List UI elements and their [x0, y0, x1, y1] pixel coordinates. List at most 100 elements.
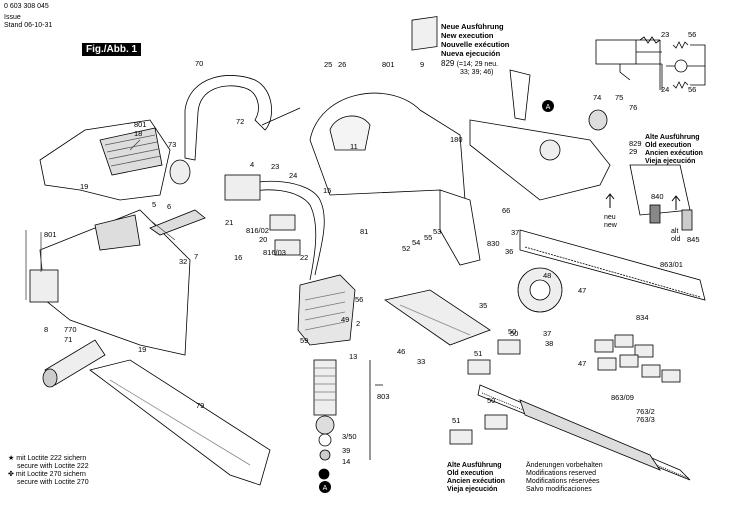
part-label: 19: [138, 345, 147, 354]
svg-text:A: A: [546, 104, 551, 111]
part-label: 55: [424, 233, 433, 242]
new-exec-de: Neue Ausführung: [441, 22, 504, 31]
neu-label: neu: [604, 214, 616, 221]
part-label: 33: [417, 357, 426, 366]
part-label: 38: [545, 339, 554, 348]
part-label: 863/09: [611, 393, 634, 402]
new-label: new: [604, 222, 617, 229]
part-label: 13: [349, 352, 358, 361]
part-label: 48: [543, 271, 552, 280]
part-label: 70: [195, 59, 204, 68]
modifications-note: Änderungen vorbehalten Modifications res…: [526, 462, 603, 493]
part-label: 863/01: [660, 260, 683, 269]
part-label: 72: [236, 117, 245, 126]
part-label: 180: [450, 135, 463, 144]
part-label: 53: [433, 227, 442, 236]
marker-a-top: A: [542, 100, 554, 112]
part-label: 46: [397, 347, 406, 356]
main-housing-801: [309, 92, 466, 201]
part-label: 50: [508, 327, 517, 336]
part-label: 35: [479, 301, 488, 310]
part-label: 7: [194, 252, 199, 261]
note-829-detail: 33; 39; 46): [460, 69, 494, 76]
new-exec-es: Nueva ejecución: [441, 49, 501, 58]
part-label: 24: [289, 171, 298, 180]
part-label: 37: [511, 228, 520, 237]
part-number: 0 603 308 045: [4, 3, 49, 10]
alt-label: alt: [671, 228, 679, 235]
part-label: 47: [578, 286, 587, 295]
part-label: 36: [505, 247, 514, 256]
old-label: old: [671, 236, 681, 243]
cross-icon: ✤: [8, 471, 14, 478]
part-label: 829: [629, 139, 642, 148]
part-label: 81: [360, 227, 369, 236]
part-label: 763/2: [636, 407, 655, 416]
part-label: 9: [420, 60, 425, 69]
part-label: 816/02: [246, 226, 269, 235]
loctite-legend: ★ mit Loctite 222 sichern secure with Lo…: [8, 455, 89, 486]
stand-label: Stand: [4, 22, 23, 29]
new-exec-fr: Nouvelle exécution: [441, 40, 510, 49]
part-label: 3/50: [342, 432, 357, 441]
part-label: 14: [342, 457, 351, 466]
part-label: 49: [341, 315, 350, 324]
part-label: 845: [687, 235, 700, 244]
new-execution-note: Neue Ausführung New execution Nouvelle e…: [441, 22, 509, 58]
part-label: 18: [134, 129, 143, 138]
part-label: 73: [168, 140, 177, 149]
old-execution-note-top: Alte Ausführung Old execution Ancien exé…: [645, 134, 703, 165]
part-label: 52: [402, 244, 411, 253]
part-label: 29: [629, 147, 638, 156]
part-label: 4: [250, 160, 255, 169]
part-label: 76: [629, 103, 638, 112]
part-label: 79: [196, 401, 205, 410]
part-label: 23: [661, 30, 670, 39]
part-label: 816/03: [263, 248, 286, 257]
part-label: 801: [134, 120, 147, 129]
part-label: 20: [259, 235, 268, 244]
part-label: 47: [578, 359, 587, 368]
part-label: 37: [543, 329, 552, 338]
part-label: 801: [382, 60, 395, 69]
new-exec-en: New execution: [441, 31, 494, 40]
part-label: 66: [502, 206, 511, 215]
issue-date: 06-10-31: [24, 22, 53, 29]
lower-housing-801: [39, 209, 191, 356]
blade-863-01: [519, 229, 706, 301]
part-label: 840: [651, 192, 664, 201]
svg-text:A: A: [323, 485, 328, 492]
part-label: 16: [234, 253, 243, 262]
part-label: 2: [356, 319, 361, 328]
part-label: 5: [152, 200, 157, 209]
issue-label: Issue: [4, 14, 21, 21]
part-label: 830: [487, 239, 500, 248]
part-label: 23: [271, 162, 280, 171]
part-label: 74: [593, 93, 602, 102]
part-label: 75: [615, 93, 624, 102]
handle-70: [184, 75, 272, 161]
part-label: 50: [510, 329, 519, 338]
part-label: 39: [342, 446, 351, 455]
part-label: 15: [323, 186, 332, 195]
part-label: 56: [688, 85, 697, 94]
part-label: 32: [179, 257, 188, 266]
part-label: 71: [64, 335, 73, 344]
star-icon: ★: [8, 455, 15, 462]
marker-a-bottom: A: [319, 481, 331, 493]
part-label: 801: [44, 230, 57, 239]
part-label: 25: [324, 60, 333, 69]
part-label: 6: [167, 202, 172, 211]
part-label: 8: [44, 325, 49, 334]
part-label: 56: [355, 295, 364, 304]
gearbox-housing: [469, 119, 611, 201]
part-label: 21: [225, 218, 234, 227]
header-block: 0 603 308 045 Issue Stand 06-10-31: [4, 3, 52, 30]
part-label: 763/3: [636, 415, 655, 424]
part-label: 59: [300, 336, 309, 345]
part-label: 50: [487, 396, 496, 405]
part-label: 22: [300, 253, 309, 262]
part-label: 19: [80, 182, 89, 191]
figure-label: Fig./Abb. 1: [82, 43, 142, 56]
